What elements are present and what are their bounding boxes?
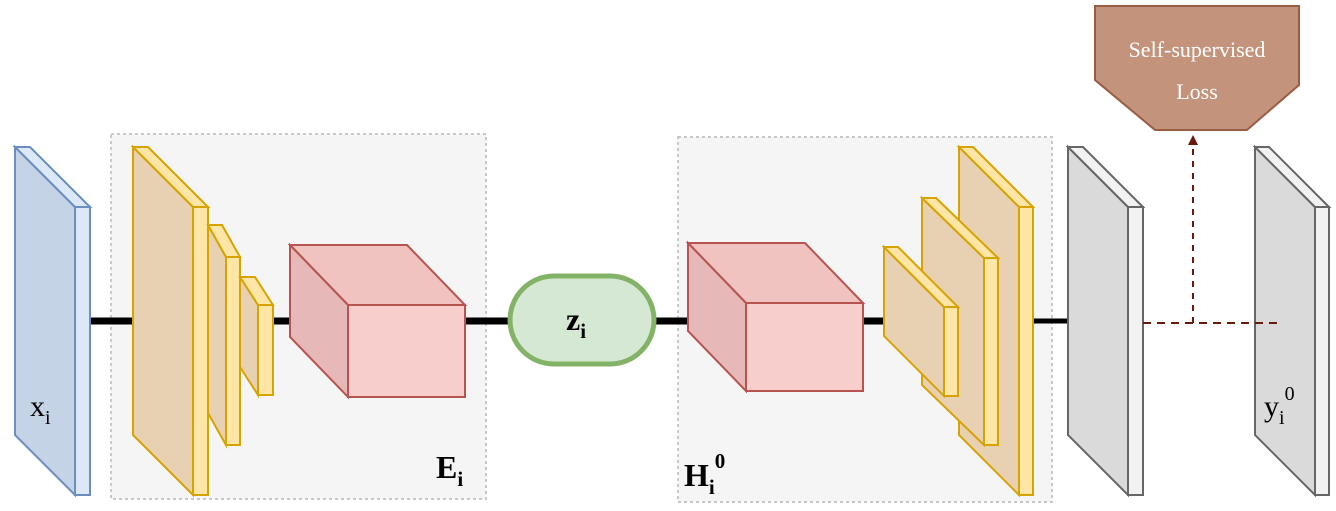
- encoder-dense-block: [287, 242, 468, 400]
- encoder-conv-layer-3: [238, 273, 275, 399]
- decoder-deconv-layer-1: [881, 244, 961, 399]
- latent-label: zi: [566, 301, 586, 343]
- loss-label-line2: Loss: [1176, 79, 1218, 104]
- encoder-conv-layer-2: [206, 221, 242, 449]
- decoder-label: Hi0: [684, 449, 725, 499]
- input-label: xi: [30, 390, 51, 429]
- target-slab: [1252, 144, 1332, 498]
- loss-label-line1: Self-supervised: [1129, 37, 1266, 62]
- latent-node: [507, 273, 657, 367]
- loss-node: [1094, 5, 1300, 131]
- reconstruction-slab: [1065, 144, 1146, 498]
- target-label: yi0: [1264, 383, 1295, 429]
- decoder-dense-block: [685, 240, 866, 394]
- input-slab: [12, 144, 93, 498]
- encoder-conv-layer-1: [130, 144, 211, 498]
- encoder-label: Ei: [436, 449, 463, 491]
